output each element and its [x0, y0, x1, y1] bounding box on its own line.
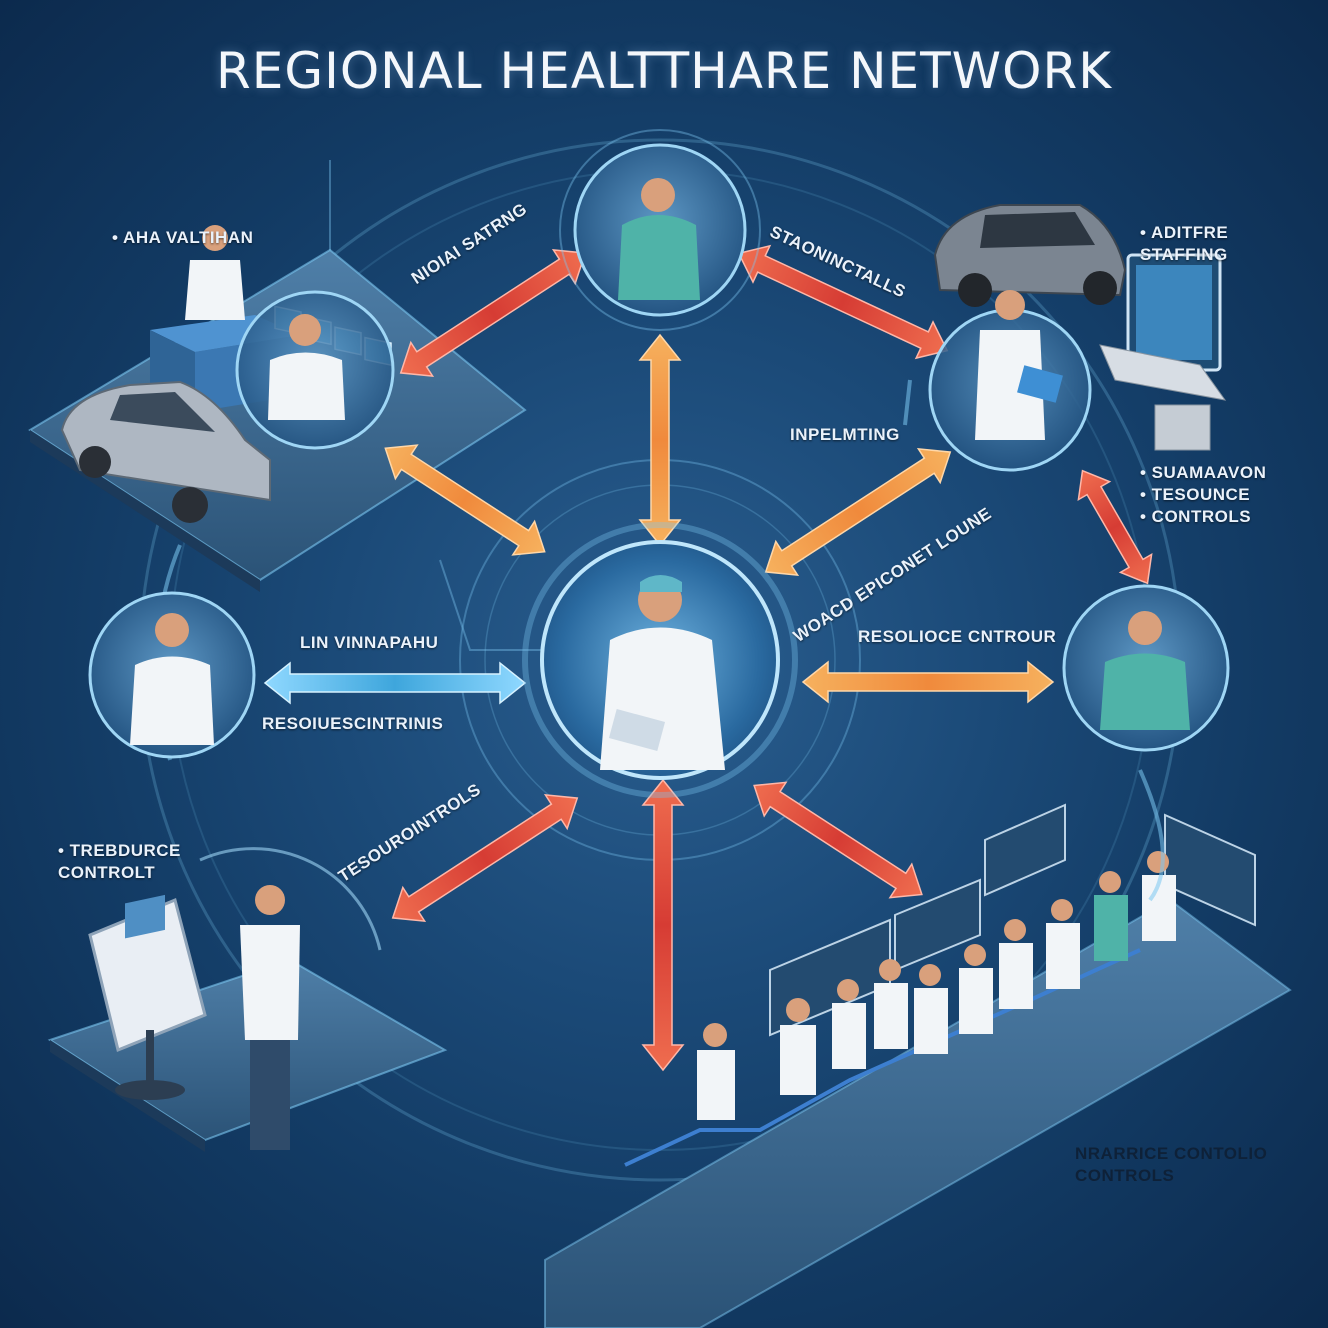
suv-icon	[933, 204, 1127, 307]
node-left[interactable]	[88, 591, 256, 759]
label-right-top-station: • ADITFRE STAFFING	[1140, 223, 1229, 264]
bottom-right-station	[544, 803, 1292, 1328]
node-top-left[interactable]	[235, 290, 395, 450]
doctor-figure-presenting	[240, 885, 300, 1150]
node-center-hub[interactable]	[522, 522, 798, 798]
arrow-topright-center	[764, 448, 952, 576]
label-left-horizontal-bottom: RESOIUESCINTRINIS	[262, 714, 444, 733]
top-left-station	[28, 225, 527, 592]
label-right-mid-note: • SUAMAAVON • TESOUNCE • CONTROLS	[1140, 463, 1267, 526]
queue-people	[697, 851, 1176, 1120]
arrow-topleft-center	[384, 444, 546, 556]
arrow-topright-right	[1077, 469, 1153, 585]
display-screen	[88, 894, 207, 1100]
arrow-center-bottomright	[753, 781, 923, 899]
label-top-left-station: • AHA VALTIHAN	[112, 228, 254, 247]
node-top[interactable]	[559, 129, 761, 331]
arrow-center-right	[801, 660, 1055, 704]
arrow-center-bottom	[641, 778, 685, 1072]
label-mid-right-arrow: INPELMTING	[790, 425, 900, 444]
label-bottom-right-station: NRARRICE CONTOLIO CONTROLS	[1075, 1144, 1268, 1185]
doctor-figure	[185, 225, 245, 320]
bottom-left-station	[47, 885, 448, 1152]
arrows	[263, 244, 1153, 1072]
node-top-right[interactable]	[928, 290, 1092, 472]
label-left-horizontal-top: LIN VINNAPAHU	[300, 633, 439, 652]
computer-icon	[1099, 253, 1227, 451]
car-icon	[60, 380, 271, 523]
label-bottom-left-station: • TREBDURCE CONTROLT	[58, 841, 181, 882]
diagram-title: REGIONAL HEALTTHARE NETWORK	[216, 42, 1112, 100]
top-right-station	[933, 204, 1227, 451]
node-bottom-left[interactable]	[199, 847, 382, 951]
node-right[interactable]	[1062, 584, 1230, 752]
arrow-center-bottomleft	[391, 794, 579, 922]
arrow-center-top	[638, 333, 682, 547]
arrow-left-center	[263, 661, 527, 705]
label-right-horizontal: RESOLIOCE CNTROUR	[858, 627, 1057, 646]
